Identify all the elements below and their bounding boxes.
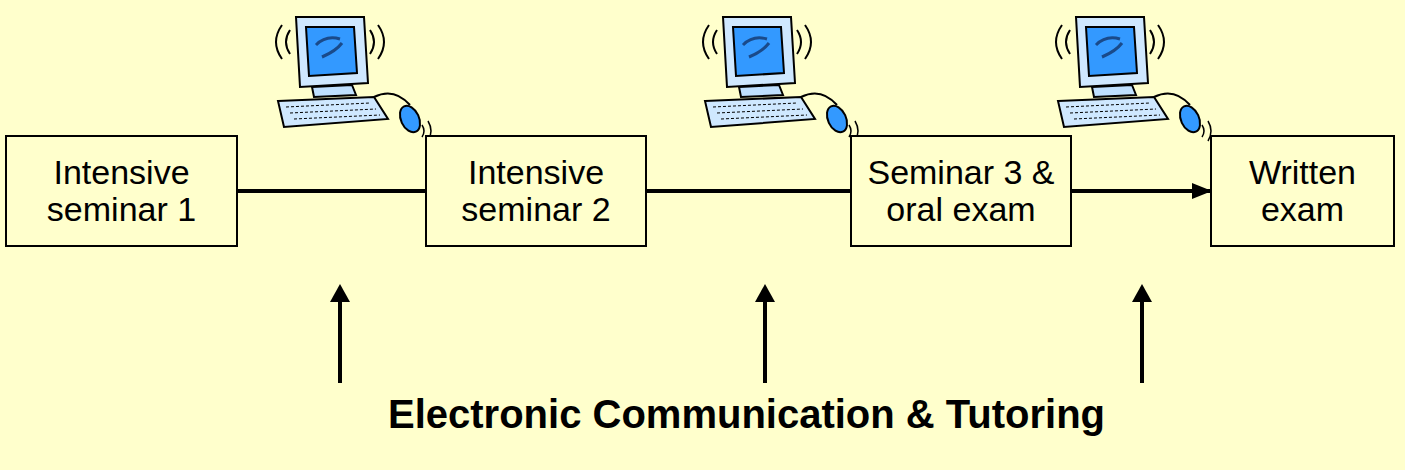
process-box: Seminar 3 & oral exam <box>850 135 1072 247</box>
box-text: Seminar 3 & oral exam <box>860 154 1062 227</box>
process-box: Intensive seminar 1 <box>5 135 238 247</box>
connector <box>647 189 850 193</box>
process-box: Intensive seminar 2 <box>425 135 647 247</box>
up-arrow <box>330 284 1152 383</box>
caption-label: Electronic Communication & Tutoring <box>388 392 1105 437</box>
box-text: Intensive seminar 1 <box>15 154 228 227</box>
box-text: Written exam <box>1220 154 1385 227</box>
box-text: Intensive seminar 2 <box>435 154 637 227</box>
process-box: Written exam <box>1210 135 1395 247</box>
connector <box>238 189 425 193</box>
connector <box>1072 189 1210 193</box>
